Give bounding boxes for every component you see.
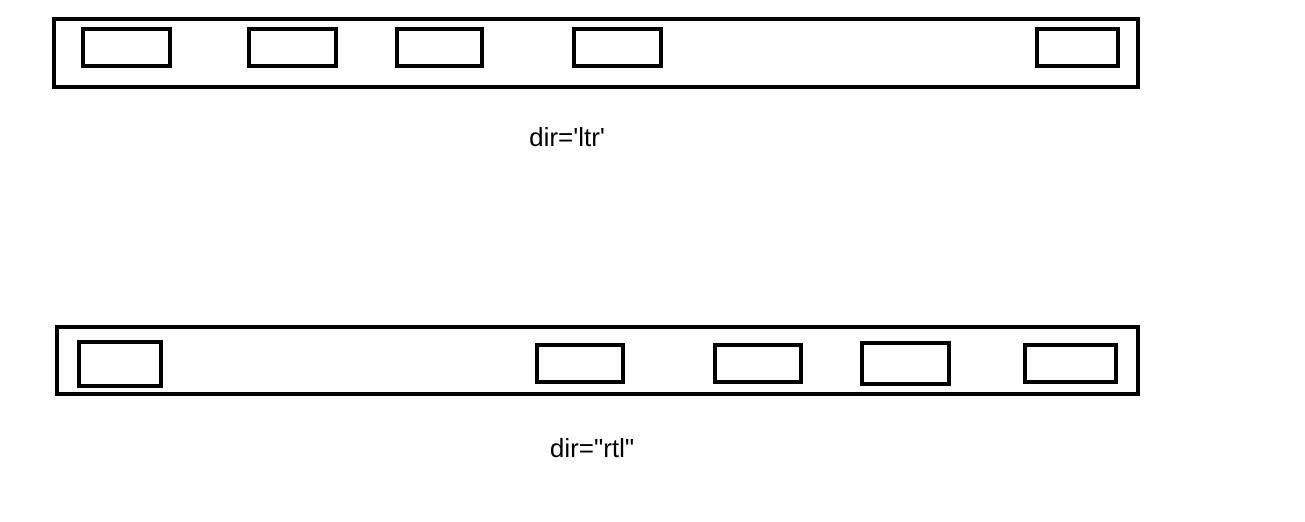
flex-container-ltr (52, 17, 1140, 89)
flex-item (77, 340, 163, 388)
caption-ltr: dir='ltr' (529, 122, 605, 152)
flex-item (1035, 27, 1120, 68)
flex-item (1023, 343, 1118, 384)
flex-item (535, 343, 625, 384)
flex-item (395, 27, 484, 68)
flex-item (247, 27, 338, 68)
flex-item (81, 27, 172, 68)
flex-container-rtl (55, 325, 1140, 396)
flex-item (572, 27, 663, 68)
flex-item (713, 343, 803, 384)
caption-rtl: dir="rtl" (549, 433, 635, 463)
flex-item (860, 341, 951, 386)
flex-demo-ltr: dir='ltr' (0, 0, 1305, 170)
